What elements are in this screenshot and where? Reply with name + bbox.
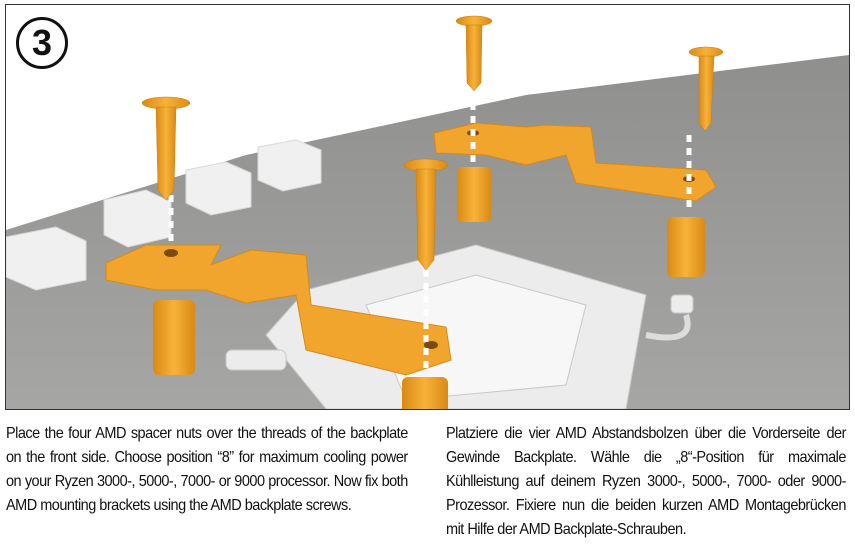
instruction-text-english: Place the four AMD spacer nuts over the … — [6, 425, 408, 514]
instruction-text-german: Platziere die vier AMD Abstandsbolzen üb… — [446, 425, 846, 538]
white-cubes — [6, 139, 322, 291]
step-number-badge: 3 — [16, 17, 68, 69]
spacer-nuts — [153, 167, 705, 409]
backplate-screws — [141, 15, 724, 271]
guide-lines — [168, 90, 692, 373]
assembly-illustration: 3 — [5, 4, 850, 410]
mounting-diagram — [6, 15, 849, 409]
mounting-brackets — [105, 122, 717, 376]
cpu-socket — [225, 244, 694, 409]
